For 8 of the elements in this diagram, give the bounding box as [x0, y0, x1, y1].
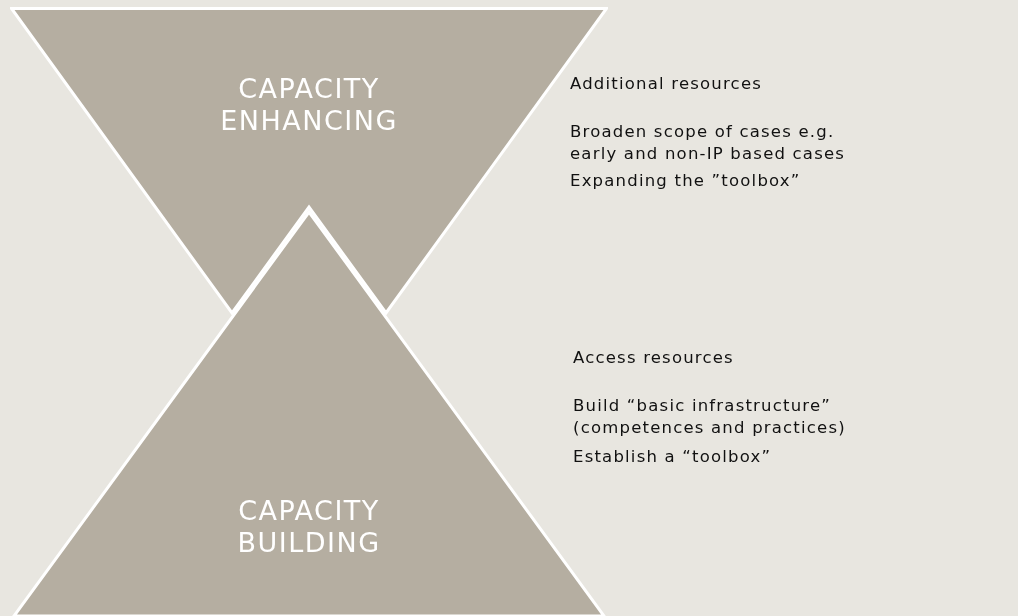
heading-text: CAPACITY ENHANCING — [219, 73, 399, 138]
list-item-text: Broaden scope of cases e.g. early and non-IP based cases — [570, 121, 847, 165]
list-item-text: Establish a “toolbox” — [573, 446, 773, 468]
list-item-text: Access resources — [573, 347, 735, 369]
heading-text: CAPACITY BUILDING — [236, 495, 382, 560]
list-item-text: Additional resources — [570, 73, 764, 95]
list-item-text: Build “basic infrastructure” (competences and practices) — [573, 395, 847, 439]
list-item-text: Expanding the ”toolbox” — [570, 170, 802, 192]
